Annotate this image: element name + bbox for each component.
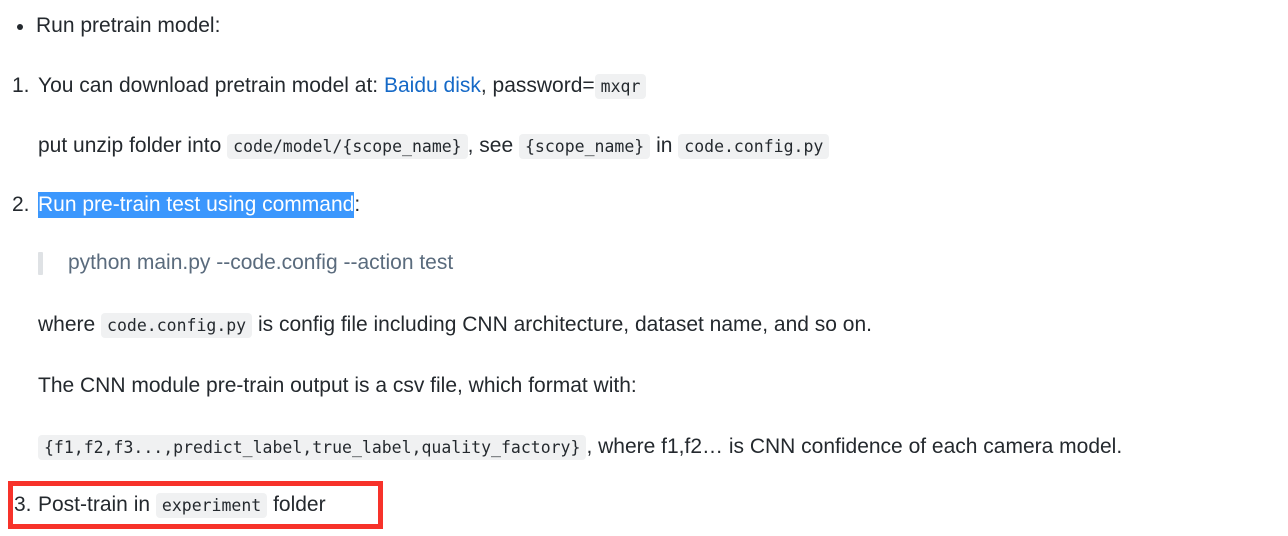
code-scope-name: {scope_name}	[519, 134, 651, 159]
code-csv-format: {f1,f2,f3...,predict_label,true_label,qu…	[38, 435, 587, 460]
item1-line2-part2: , see	[467, 134, 514, 157]
selected-text-run-pretrain-test[interactable]: Run pre-train test using command	[38, 192, 355, 218]
list-marker-2: 2.	[12, 193, 30, 216]
code-model-scope-path: code/model/{scope_name}	[227, 134, 468, 159]
code-password: mxqr	[594, 74, 647, 99]
ordered-item-1-line-2: put unzip folder into code/model/{scope_…	[38, 132, 1288, 160]
item2-where-part1: where	[38, 313, 96, 336]
item2-paragraph-where: where code.config.py is config file incl…	[38, 311, 1288, 339]
bullet-item-label: Run pretrain model:	[36, 14, 221, 37]
item1-text-before-link: You can download pretrain model at:	[38, 74, 384, 97]
item2-paragraph-output: The CNN module pre-train output is a csv…	[38, 372, 1288, 400]
code-experiment: experiment	[155, 493, 268, 518]
item1-text-after-link: , password=	[480, 74, 595, 97]
code-config-py-1: code.config.py	[678, 134, 830, 159]
ordered-item-3: 3. Post-train in experiment folder	[0, 491, 600, 519]
blockquote-command: python main.py --code.config --action te…	[38, 249, 968, 277]
item1-line2-part3: in	[656, 134, 673, 157]
list-item-run-pretrain-model: Run pretrain model:	[0, 12, 1288, 40]
item1-line2-part1: put unzip folder into	[38, 134, 222, 157]
item2-trailing-colon: :	[354, 193, 361, 216]
item2-format-description: , where f1,f2… is CNN confidence of each…	[586, 435, 1123, 458]
item2-output-text: The CNN module pre-train output is a csv…	[38, 374, 637, 397]
command-text: python main.py --code.config --action te…	[68, 251, 454, 274]
code-config-py-2: code.config.py	[101, 313, 253, 338]
item3-part2: folder	[273, 493, 326, 516]
baidu-disk-link[interactable]: Baidu disk	[383, 74, 481, 97]
bullet-list: Run pretrain model:	[0, 12, 1288, 40]
ordered-item-2: 2. Run pre-train test using command:	[0, 191, 1288, 219]
ordered-item-1: 1. You can download pretrain model at: B…	[0, 72, 1288, 100]
item2-paragraph-format: {f1,f2,f3...,predict_label,true_label,qu…	[38, 433, 1288, 461]
list-marker-1: 1.	[12, 74, 30, 97]
item2-where-part2: is config file including CNN architectur…	[257, 313, 872, 336]
ordered-item-1-line-1: 1. You can download pretrain model at: B…	[0, 72, 1288, 100]
item3-part1: Post-train in	[38, 493, 151, 516]
list-marker-3: 3.	[14, 493, 32, 516]
